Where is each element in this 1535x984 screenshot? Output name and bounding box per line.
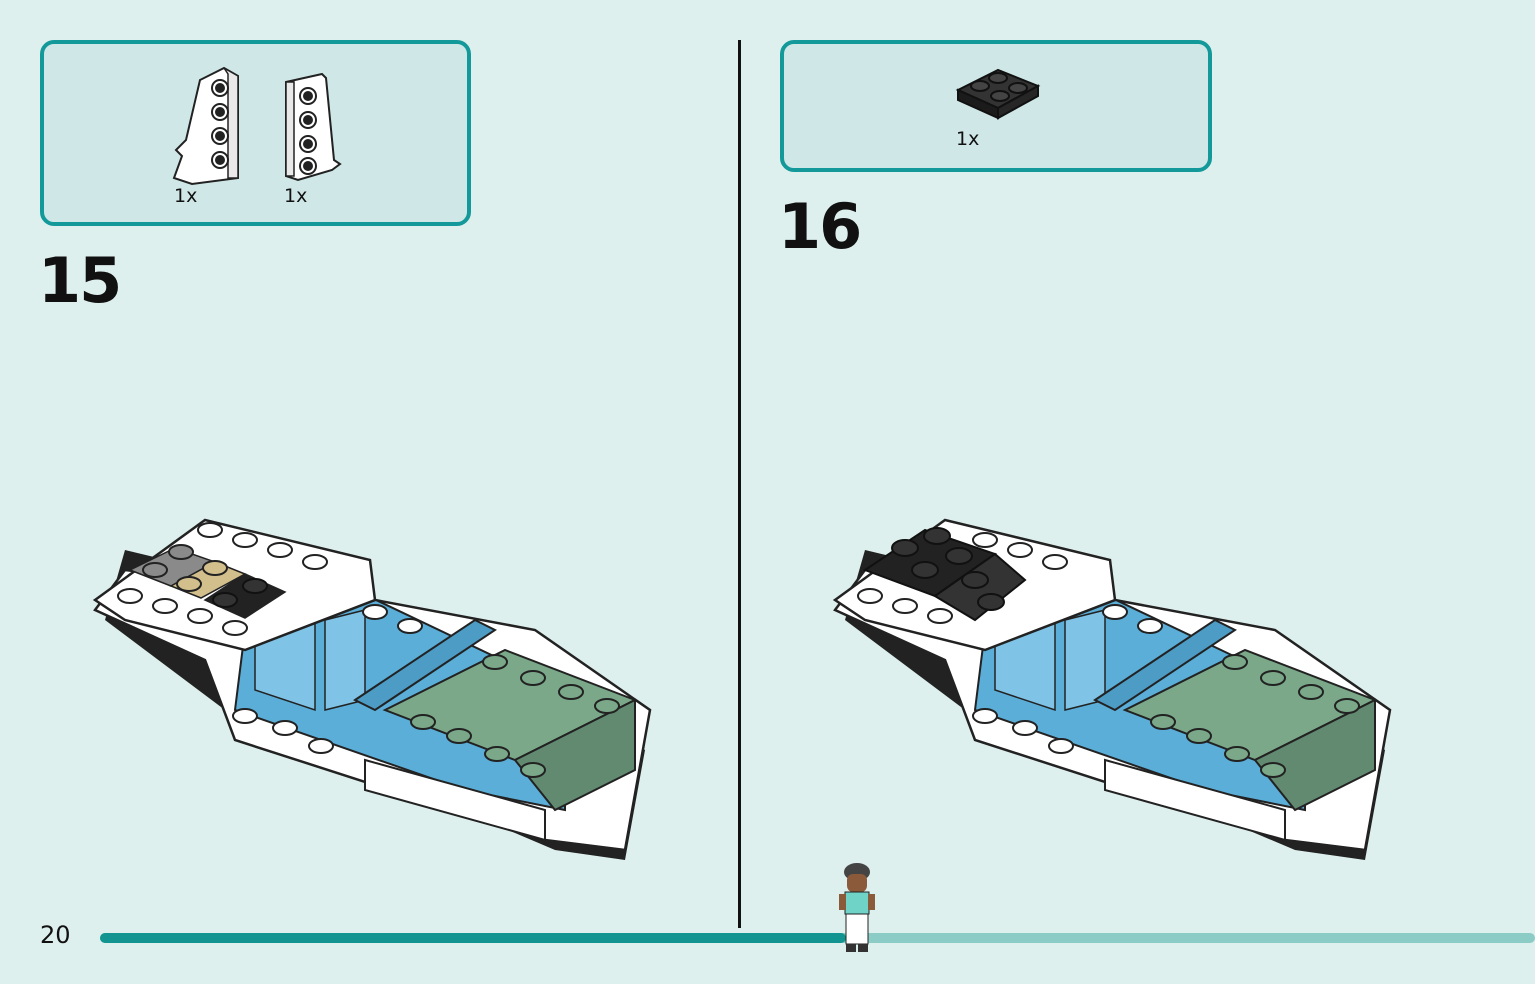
part-quantity: 1x xyxy=(284,185,308,207)
progress-bar xyxy=(100,933,1535,943)
black-plate-icon xyxy=(955,68,1041,120)
part-quantity: 1x xyxy=(174,185,198,207)
parts-callout-step-15: 1x 1x xyxy=(40,40,471,226)
progress-bar-fill xyxy=(100,933,847,943)
minifigure-icon xyxy=(839,863,875,952)
page-number: 20 xyxy=(40,921,71,949)
boat-model-icon xyxy=(92,518,652,860)
step-number: 16 xyxy=(778,190,862,263)
wedge-plate-icon xyxy=(285,72,342,182)
part-quantity: 1x xyxy=(956,128,980,150)
wedge-plate-icon xyxy=(172,66,239,186)
step-divider xyxy=(738,40,741,928)
boat-model-icon xyxy=(832,518,1392,860)
step-number: 15 xyxy=(38,244,122,317)
parts-callout-step-16: 1x xyxy=(780,40,1212,172)
